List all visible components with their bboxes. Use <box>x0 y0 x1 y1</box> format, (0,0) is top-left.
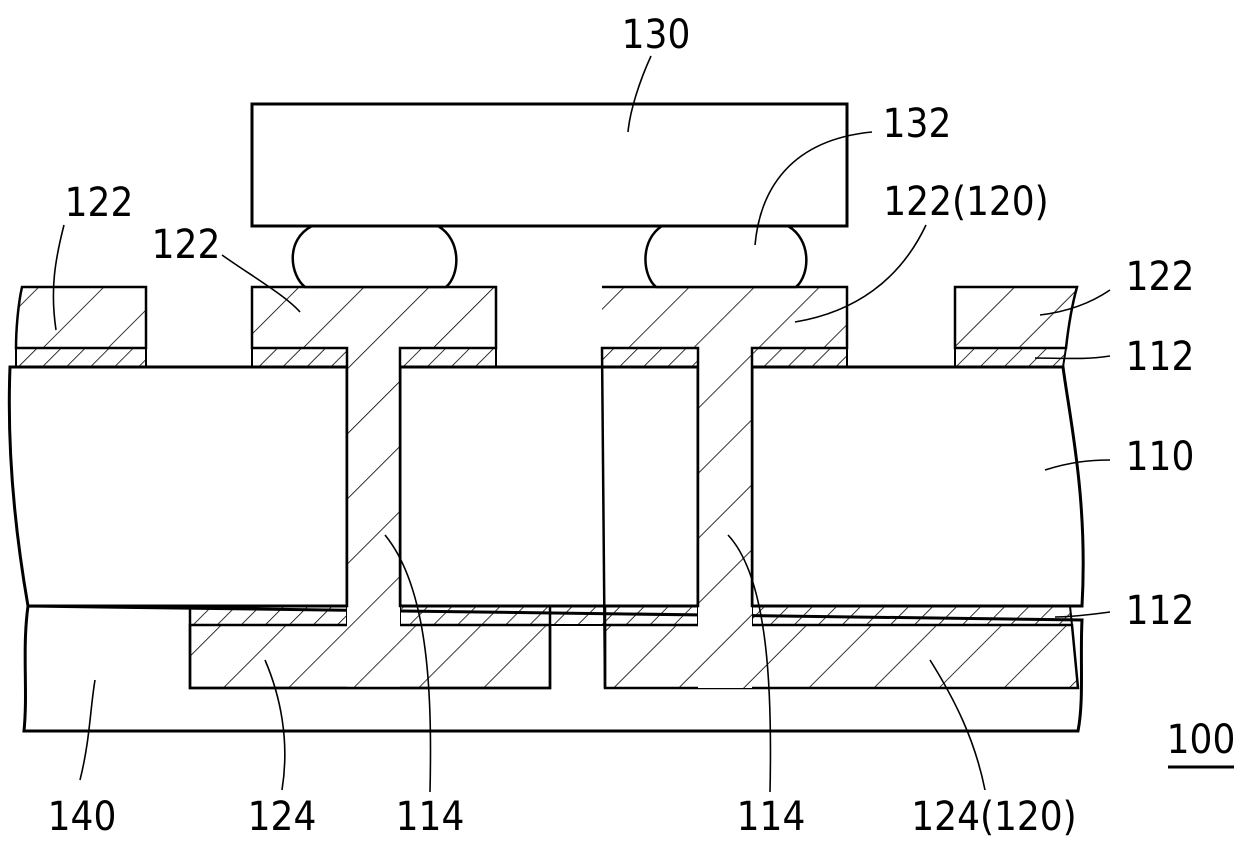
top-insulation-2 <box>252 348 347 367</box>
label-114-left: 114 <box>396 794 465 840</box>
label-110: 110 <box>1126 434 1195 480</box>
label-140: 140 <box>48 794 117 840</box>
solder-bump-left <box>293 226 457 287</box>
label-122-left-inner: 122 <box>152 222 221 268</box>
label-124-120: 124(120) <box>911 794 1076 840</box>
top-insulation-3 <box>400 348 496 367</box>
label-132: 132 <box>883 101 952 147</box>
via-right-hatch <box>698 348 752 688</box>
bottom-insulation-left <box>190 606 347 625</box>
label-130: 130 <box>622 12 691 58</box>
label-112-bottom: 112 <box>1126 588 1195 634</box>
label-100: 100 <box>1167 717 1236 763</box>
chip-130 <box>252 104 847 226</box>
solder-bump-right <box>645 226 806 287</box>
label-122-120: 122(120) <box>883 179 1048 225</box>
label-124-left: 124 <box>248 794 317 840</box>
bottom-insulation-right <box>752 606 1072 625</box>
label-114-right: 114 <box>737 794 806 840</box>
label-122-left: 122 <box>65 180 134 226</box>
top-pad-1-hatch <box>16 287 146 348</box>
via-left-hatch <box>347 348 400 688</box>
top-insulation-4 <box>602 348 698 367</box>
top-pad-4-hatch <box>955 287 1077 348</box>
label-112-top: 112 <box>1126 334 1195 380</box>
core-substrate-right <box>752 367 1083 606</box>
label-122-right: 122 <box>1126 254 1195 300</box>
bottom-pad-right-hatch <box>605 625 1078 688</box>
top-pad-3-hatch <box>602 287 847 348</box>
top-pad-2-hatch <box>252 287 496 348</box>
core-substrate-left <box>9 367 347 606</box>
top-insulation-1 <box>16 348 146 367</box>
core-substrate-mid <box>400 367 698 606</box>
top-insulation-5 <box>752 348 847 367</box>
